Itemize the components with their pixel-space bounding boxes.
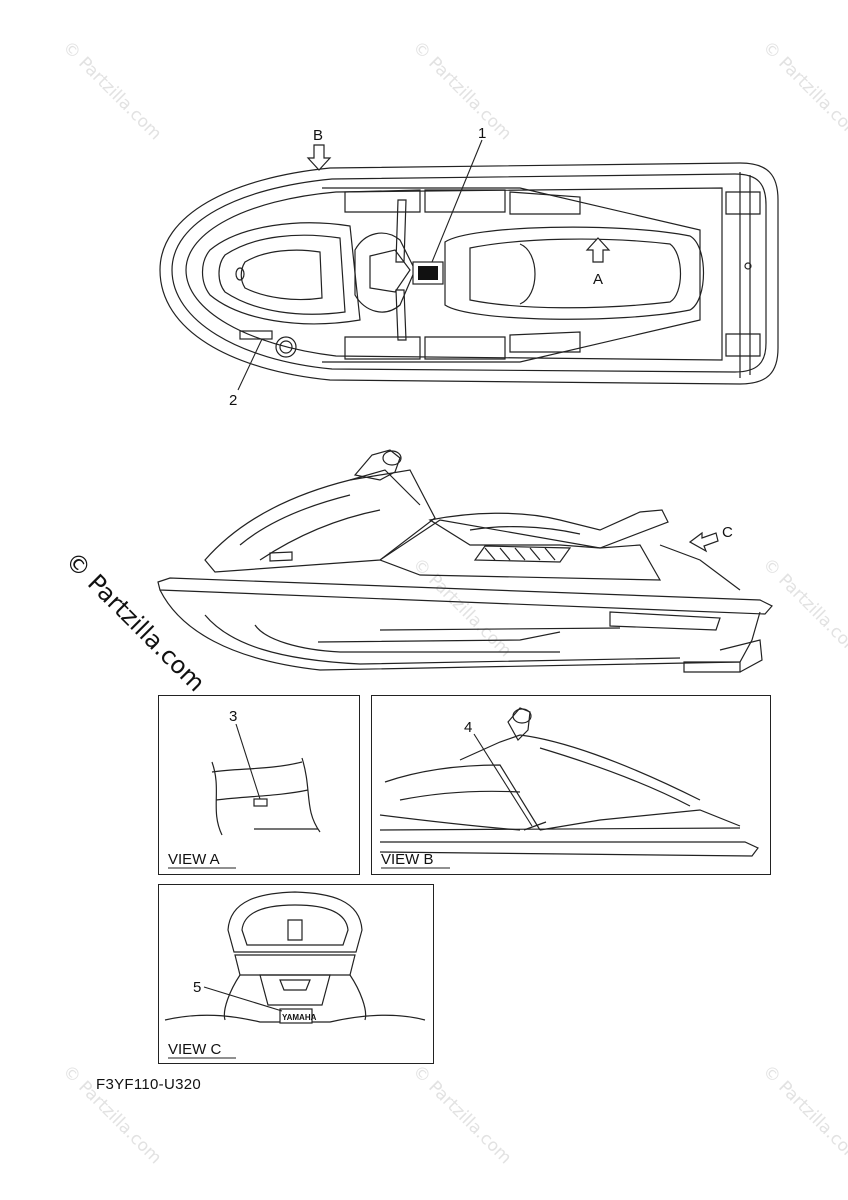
view-marker-b: B — [313, 127, 323, 144]
view-c-arrow — [688, 531, 719, 553]
top-view-craft — [159, 162, 779, 385]
background-watermarks: © Partzilla.com © Partzilla.com © Partzi… — [58, 37, 848, 1168]
view-b-arrow — [306, 144, 332, 171]
yamaha-decal-text: YAMAHA — [282, 1013, 317, 1022]
view-marker-a: A — [593, 271, 603, 288]
leader-line — [235, 723, 261, 800]
view-b-label: VIEW B — [381, 851, 434, 868]
watermark: © Partzilla.com — [758, 37, 848, 144]
diagram-code: F3YF110-U320 — [96, 1076, 202, 1093]
watermark: © Partzilla.com — [408, 37, 515, 144]
callout-5: 5 — [193, 979, 201, 996]
leader-line — [473, 733, 533, 827]
view-a-panel — [158, 695, 360, 875]
watermark: © Partzilla.com — [408, 554, 515, 661]
leader-line — [237, 338, 263, 391]
callout-4: 4 — [464, 719, 472, 736]
callout-2: 2 — [229, 392, 237, 409]
leader-line — [203, 986, 283, 1012]
view-marker-c: C — [722, 524, 733, 541]
side-view-craft — [157, 449, 773, 673]
callout-3: 3 — [229, 708, 237, 725]
watermark: © Partzilla.com — [758, 1061, 848, 1168]
yamaha-decal — [279, 1008, 313, 1024]
view-a-drawing — [211, 757, 321, 836]
view-b-panel — [371, 695, 771, 875]
view-a-arrow — [585, 237, 611, 263]
watermark-prominent: © Partzilla.com — [60, 546, 211, 697]
leader-line — [431, 139, 483, 263]
view-c-label: VIEW C — [168, 1041, 222, 1058]
view-a-label: VIEW A — [168, 851, 220, 868]
view-b-drawing — [379, 707, 759, 857]
watermark: © Partzilla.com — [408, 1061, 515, 1168]
watermark: © Partzilla.com — [58, 37, 165, 144]
watermark: © Partzilla.com — [758, 554, 848, 661]
view-c-panel — [158, 884, 434, 1064]
callout-1: 1 — [478, 125, 486, 142]
view-c-drawing — [164, 891, 426, 1023]
